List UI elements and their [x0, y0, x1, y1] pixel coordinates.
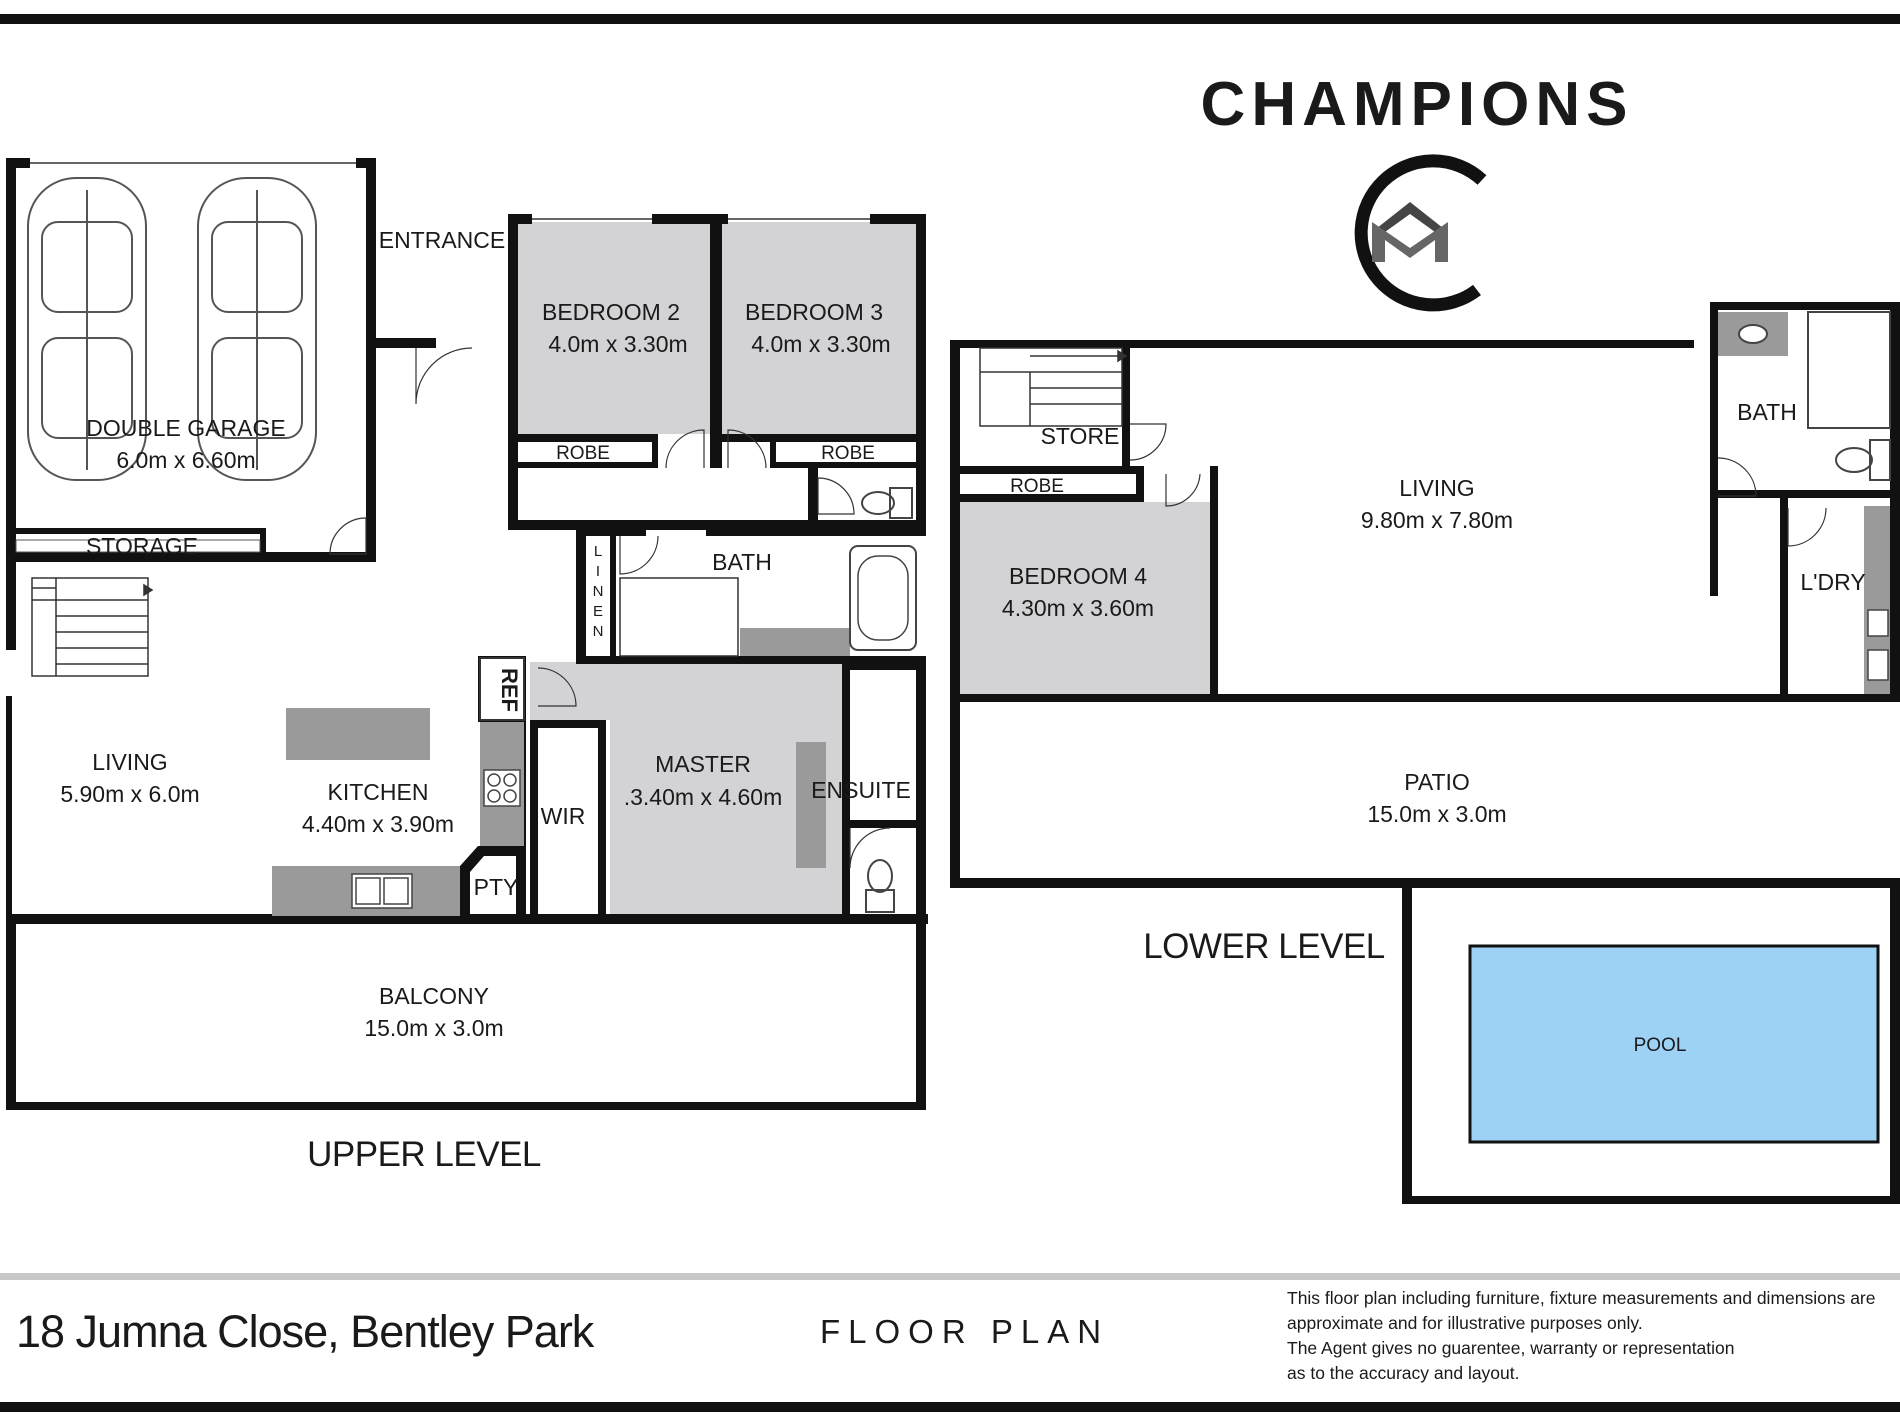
label-entrance: ENTRANCE — [379, 227, 506, 253]
pool-walls — [1402, 886, 1900, 1204]
disclaimer-line: This floor plan including furniture, fix… — [1287, 1288, 1876, 1308]
disclaimer: This floor plan including furniture, fix… — [1287, 1286, 1900, 1386]
label-pool: POOL — [1634, 1035, 1687, 1056]
disclaimer-line: approximate and for illustrative purpose… — [1287, 1313, 1643, 1333]
svg-text:L: L — [594, 543, 602, 560]
floor-plan-title: FLOOR PLAN — [820, 1313, 1110, 1350]
ensuite-toilet-icon — [865, 859, 895, 913]
size-patio: 15.0m x 3.0m — [1367, 801, 1506, 827]
label-storage: STORAGE — [86, 533, 198, 559]
label-pty: PTY — [474, 874, 519, 900]
label-robe-1: ROBE — [556, 443, 610, 464]
label-wir: WIR — [541, 803, 586, 829]
label-kitchen: KITCHEN — [328, 779, 429, 805]
cooktop-icon — [483, 769, 521, 807]
brand-name: CHAMPIONS — [1201, 70, 1634, 139]
room-labels: ENTRANCE BEDROOM 2 4.0m x 3.30m BEDROOM … — [60, 227, 1865, 1174]
balcony-walls — [6, 914, 926, 1110]
label-patio: PATIO — [1404, 769, 1470, 795]
label-laundry: L'DRY — [1800, 569, 1865, 595]
label-living-lower: LIVING — [1399, 475, 1474, 501]
label-living-upper: LIVING — [92, 749, 167, 775]
size-kitchen: 4.40m x 3.90m — [302, 811, 454, 837]
kitchen-island — [286, 708, 430, 760]
size-balcony: 15.0m x 3.0m — [364, 1015, 503, 1041]
label-garage: DOUBLE GARAGE — [86, 415, 285, 441]
label-upper-level: UPPER LEVEL — [307, 1135, 541, 1174]
svg-text:E: E — [593, 603, 603, 620]
property-address: 18 Jumna Close, Bentley Park — [16, 1306, 594, 1357]
bath-vanity — [740, 628, 850, 656]
sink-icon — [351, 873, 413, 909]
bedroom-block-walls — [508, 214, 926, 530]
bedroom-4-fill — [958, 502, 1218, 694]
brand-block: CHAMPIONS — [1201, 70, 1634, 312]
champions-logo-icon — [1354, 154, 1487, 312]
size-garage: 6.0m x 6.60m — [116, 447, 255, 473]
label-linen: L I N E N — [593, 543, 604, 640]
label-bedroom-4: BEDROOM 4 — [1009, 563, 1147, 589]
svg-text:N: N — [593, 583, 604, 600]
label-robe-lower: ROBE — [1010, 476, 1064, 497]
disclaimer-line: as to the accuracy and layout. — [1287, 1363, 1520, 1383]
size-bedroom-2: 4.0m x 3.30m — [548, 331, 687, 357]
stairs-icon — [31, 577, 154, 677]
lower-level — [950, 302, 1900, 1204]
storage-wall-right — [260, 528, 266, 562]
bedroom-3-fill — [722, 222, 916, 434]
bedroom-2-fill — [516, 222, 710, 434]
size-living-upper: 5.90m x 6.0m — [60, 781, 199, 807]
label-master: MASTER — [655, 751, 751, 777]
size-living-lower: 9.80m x 7.80m — [1361, 507, 1513, 533]
toilet-icon — [861, 487, 913, 519]
bottom-border-bar — [0, 1402, 1900, 1412]
size-bedroom-4: 4.30m x 3.60m — [1002, 595, 1154, 621]
garage-walls — [6, 158, 436, 562]
ensuite-walls — [842, 662, 926, 922]
wir-walls — [530, 720, 606, 914]
label-robe-2: ROBE — [821, 443, 875, 464]
label-balcony: BALCONY — [379, 983, 489, 1009]
label-bath-upper: BATH — [712, 549, 772, 575]
label-bedroom-2: BEDROOM 2 — [542, 299, 680, 325]
storage-wall-top — [16, 528, 266, 534]
label-lower-level: LOWER LEVEL — [1143, 927, 1385, 966]
bathtub-icon — [849, 545, 917, 651]
size-master: .3.40m x 4.60m — [624, 784, 783, 810]
label-bedroom-3: BEDROOM 3 — [745, 299, 883, 325]
label-ensuite: ENSUITE — [811, 777, 911, 803]
top-border-bar — [0, 14, 1900, 24]
pool — [1468, 944, 1880, 1144]
pantry-walls — [460, 846, 524, 916]
label-store: STORE — [1041, 423, 1120, 449]
car-icon — [27, 177, 317, 481]
wir-cutout — [530, 720, 610, 914]
shower-tray — [619, 577, 739, 657]
svg-text:N: N — [593, 623, 604, 640]
disclaimer-line: The Agent gives no guarentee, warranty o… — [1287, 1338, 1735, 1358]
upper-level — [6, 158, 928, 1110]
footer-divider — [0, 1273, 1900, 1280]
lower-walls — [950, 302, 1900, 888]
lower-bath-fixtures — [1718, 311, 1891, 481]
master-vanity — [796, 742, 826, 868]
label-bath-lower: BATH — [1737, 399, 1797, 425]
lower-stairs-icon — [979, 347, 1128, 427]
bath-walls — [576, 528, 926, 664]
size-bedroom-3: 4.0m x 3.30m — [751, 331, 890, 357]
label-ref: REF — [497, 668, 522, 712]
svg-text:I: I — [596, 563, 600, 580]
